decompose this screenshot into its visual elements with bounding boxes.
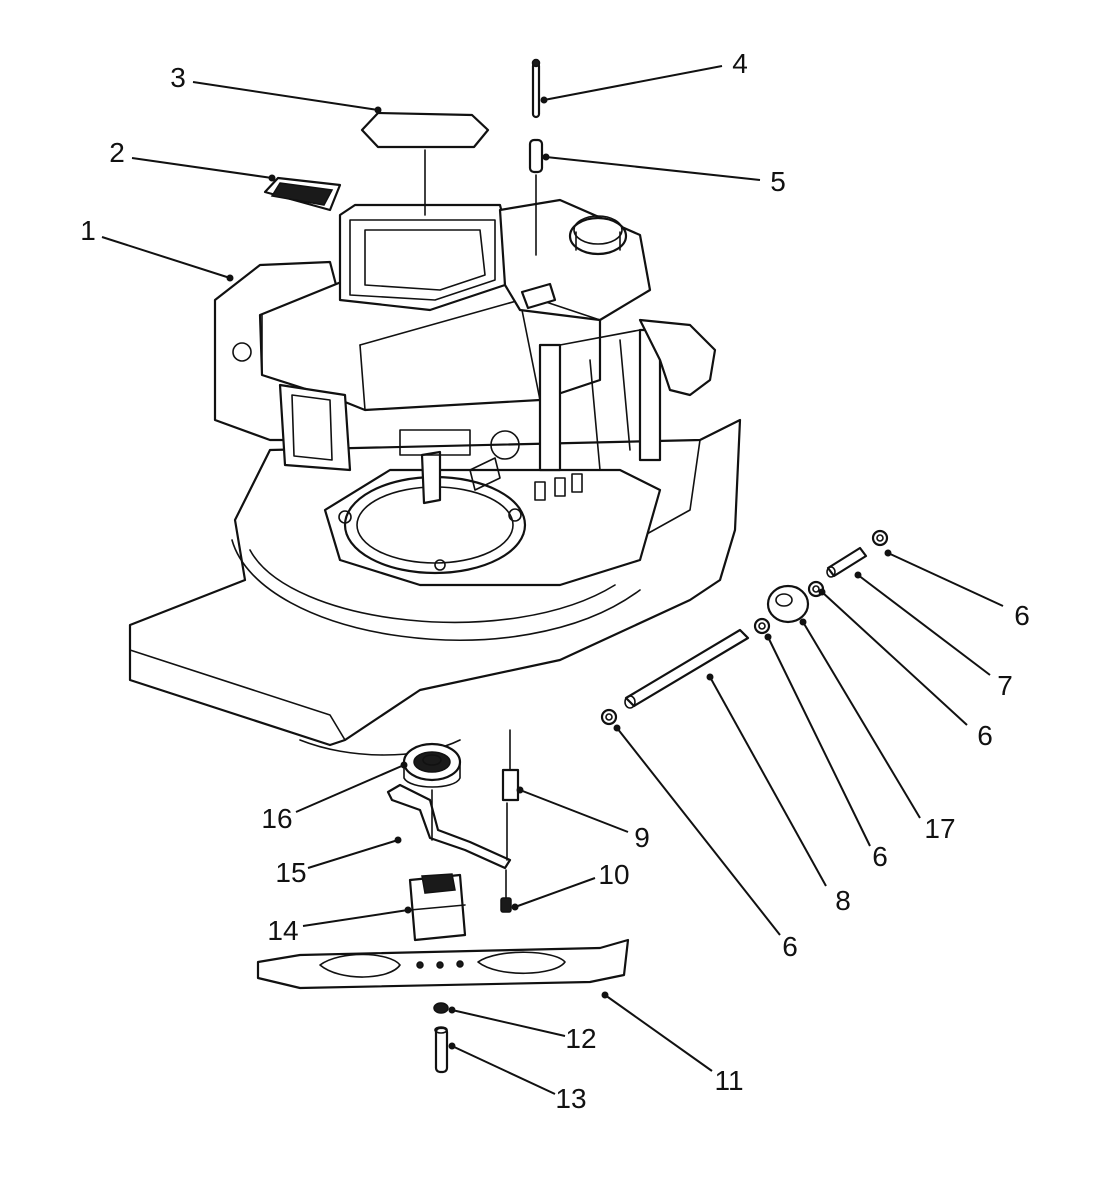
leader-line-16: [295, 764, 405, 813]
adapter-part-14: [408, 873, 467, 942]
leader-line-1: [101, 236, 231, 279]
leader-line-4: [543, 65, 723, 101]
leader-line-5: [545, 156, 761, 181]
leader-dot-3: [374, 106, 382, 114]
leader-dot-6: [613, 724, 621, 732]
leader-line-10: [514, 877, 596, 908]
leader-dot-11: [601, 991, 609, 999]
decal-part-2: [263, 176, 342, 212]
leader-dot-1: [226, 274, 234, 282]
callout-label-6: 6: [872, 841, 888, 872]
decal-part-3: [360, 111, 490, 216]
link-part-9: [501, 729, 520, 861]
callout-label-11: 11: [714, 1065, 743, 1096]
leader-dot-9: [516, 786, 524, 794]
screw-part-10: [500, 869, 512, 913]
bracket-part-15: [386, 783, 512, 870]
leader-dot-5: [542, 153, 550, 161]
callout-label-4: 4: [732, 48, 748, 79]
bolt-part-13: [434, 1026, 449, 1074]
engine: [213, 198, 717, 505]
callout-label-5: 5: [770, 166, 786, 197]
leader-line-13: [451, 1045, 556, 1095]
washers-part-6: [600, 529, 889, 726]
leader-dot-16: [400, 761, 408, 769]
leader-line-12: [451, 1009, 566, 1037]
callout-label-2: 2: [109, 137, 125, 168]
washer-part-12: [433, 1002, 449, 1014]
engine-mount-plate: [323, 468, 662, 587]
rod-part-8: [624, 628, 750, 709]
sleeve-part-5: [528, 138, 544, 256]
leader-line-2: [131, 157, 273, 179]
leader-line-6: [887, 552, 1004, 607]
leader-dot-13: [448, 1042, 456, 1050]
callout-label-14: 14: [267, 915, 298, 946]
callout-label-1: 1: [80, 215, 96, 246]
callout-label-7: 7: [997, 670, 1013, 701]
leader-line-15: [307, 839, 399, 869]
leader-dot-6: [884, 549, 892, 557]
rod-part-7: [826, 546, 868, 578]
callout-label-10: 10: [598, 859, 629, 890]
callout-label-6: 6: [977, 720, 993, 751]
callout-label-8: 8: [835, 885, 851, 916]
callout-label-17: 17: [924, 813, 955, 844]
leader-line-17: [802, 621, 921, 819]
pin-part-4: [531, 58, 541, 119]
leader-line-11: [604, 994, 713, 1072]
knob-part-17: [766, 584, 810, 624]
bearing-part-16: [402, 742, 462, 788]
blade-part-11: [256, 938, 630, 990]
callout-label-3: 3: [170, 62, 186, 93]
leader-dot-14: [404, 906, 412, 914]
callout-label-13: 13: [555, 1083, 586, 1114]
leader-dot-8: [706, 673, 714, 681]
leader-dot-2: [268, 174, 276, 182]
leader-dot-12: [448, 1006, 456, 1014]
callout-label-12: 12: [565, 1023, 596, 1054]
leader-dot-4: [540, 96, 548, 104]
leader-line-3: [192, 81, 379, 111]
leader-line-14: [302, 909, 409, 927]
leader-line-7: [857, 574, 991, 676]
leader-dot-15: [394, 836, 402, 844]
leader-dot-10: [511, 903, 519, 911]
leader-line-8: [709, 676, 827, 887]
leader-dot-6: [818, 588, 826, 596]
callout-label-15: 15: [275, 857, 306, 888]
leader-line-6: [767, 636, 871, 847]
callout-label-16: 16: [261, 803, 292, 834]
callout-label-6: 6: [1014, 600, 1030, 631]
leader-line-6: [821, 591, 968, 726]
leader-line-9: [519, 789, 629, 833]
leader-dot-7: [854, 571, 862, 579]
leader-dot-17: [799, 618, 807, 626]
callout-label-9: 9: [634, 822, 650, 853]
leader-line-6: [616, 727, 781, 936]
leader-dot-6: [764, 633, 772, 641]
callout-label-6: 6: [782, 931, 798, 962]
